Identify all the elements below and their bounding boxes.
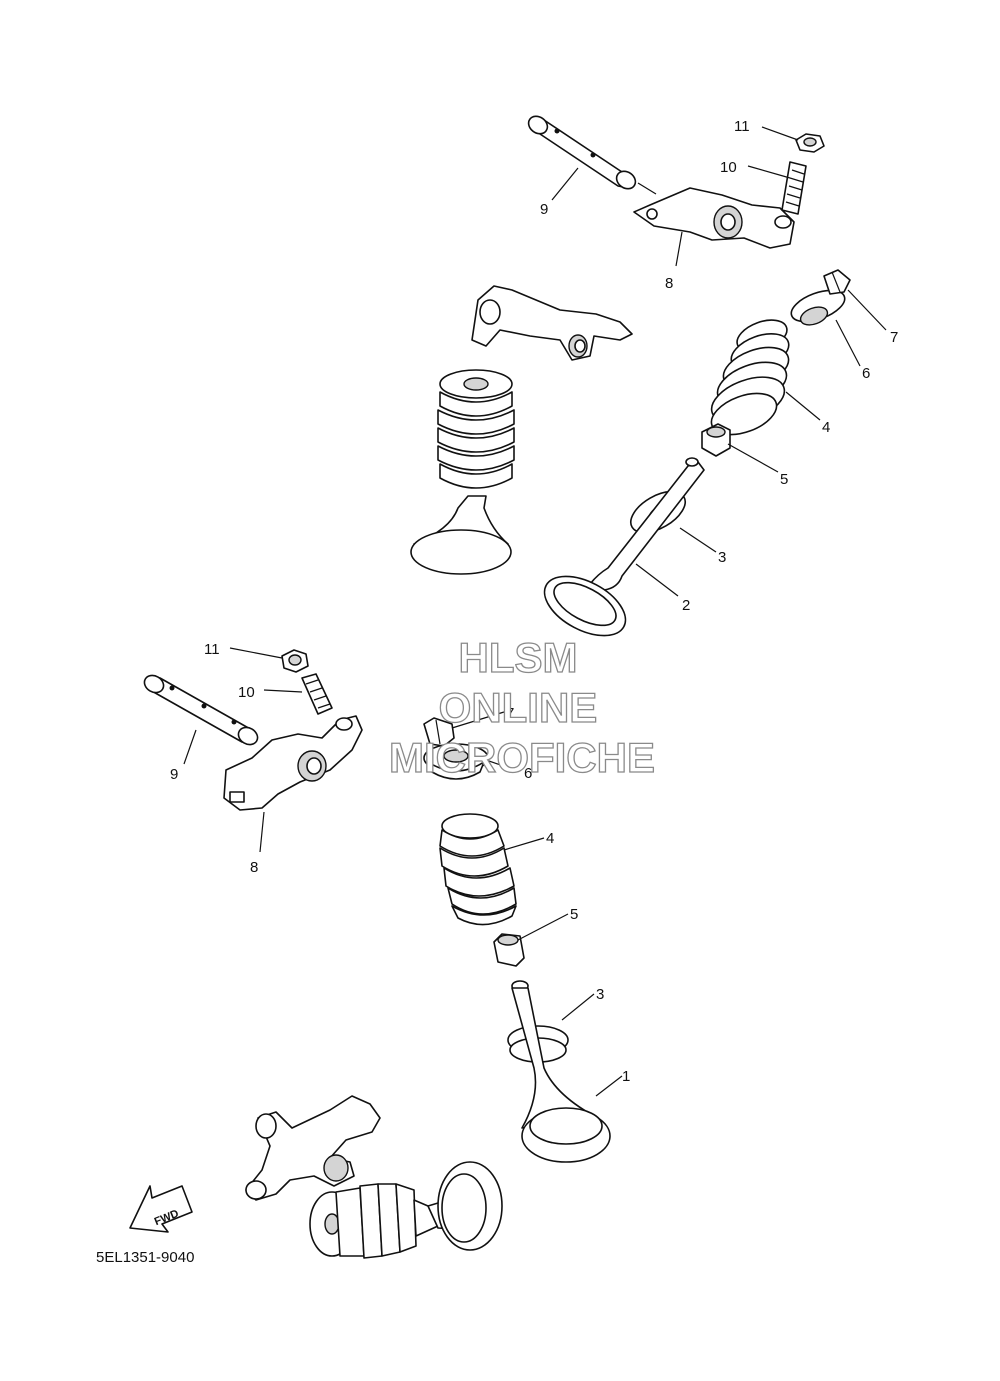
callout-lower-11: 11 xyxy=(204,641,220,658)
valve-cotter-upper xyxy=(823,269,851,295)
watermark-line-2: ONLINE xyxy=(439,684,598,731)
callout-upper-11: 11 xyxy=(734,118,750,135)
adjust-screw-lower xyxy=(301,673,333,715)
valve-spring-upper xyxy=(710,319,790,436)
rocker-shaft-upper xyxy=(527,115,657,195)
valve-cotter-lower xyxy=(423,717,455,747)
valve-assembly-reference-lower xyxy=(309,1161,503,1259)
adjust-screw-upper xyxy=(781,161,807,215)
locknut-upper xyxy=(795,133,825,153)
exhaust-valve xyxy=(543,457,705,637)
callout-upper-6: 6 xyxy=(862,365,870,382)
callout-lower-1: 1 xyxy=(622,1068,630,1085)
callout-upper-5: 5 xyxy=(780,471,788,488)
watermark: HLSM ONLINE MICROFICHE xyxy=(388,633,655,781)
valve-assembly-reference-upper xyxy=(410,369,515,575)
watermark-line-3: MICROFICHE xyxy=(389,734,655,781)
callout-lower-8: 8 xyxy=(250,859,258,876)
callout-lower-7: 7 xyxy=(506,705,514,722)
callout-lower-9: 9 xyxy=(170,766,178,783)
callout-upper-4: 4 xyxy=(822,419,830,436)
callout-lower-10: 10 xyxy=(238,684,255,701)
fwd-direction-arrow: FWD xyxy=(129,1185,193,1233)
watermark-line-1: HLSM xyxy=(459,634,578,681)
locknut-lower xyxy=(281,649,309,673)
spring-retainer-upper xyxy=(790,289,846,326)
intake-valve xyxy=(511,980,611,1163)
rocker-arm-upper xyxy=(633,187,795,249)
callout-upper-2: 2 xyxy=(682,597,690,614)
callout-upper-3: 3 xyxy=(718,549,726,566)
rocker-arm-reference-lower xyxy=(245,1095,381,1201)
callout-upper-9: 9 xyxy=(540,201,548,218)
callout-upper-10: 10 xyxy=(720,159,737,176)
callout-lower-4: 4 xyxy=(546,830,554,847)
rocker-arm-reference-upper xyxy=(471,285,633,361)
callout-lower-5: 5 xyxy=(570,906,578,923)
valve-spring-lower xyxy=(439,813,517,926)
callout-upper-7: 7 xyxy=(890,329,898,346)
spring-retainer-lower xyxy=(423,743,489,780)
callout-lower-3: 3 xyxy=(596,986,604,1003)
rocker-shaft-lower xyxy=(143,674,259,746)
diagram-code: 5EL1351-9040 xyxy=(96,1249,194,1266)
callout-lower-6: 6 xyxy=(524,765,532,782)
stem-seal-lower xyxy=(493,933,525,967)
rocker-arm-lower xyxy=(223,715,363,811)
stem-seal-upper xyxy=(701,423,731,457)
callout-upper-8: 8 xyxy=(665,275,673,292)
